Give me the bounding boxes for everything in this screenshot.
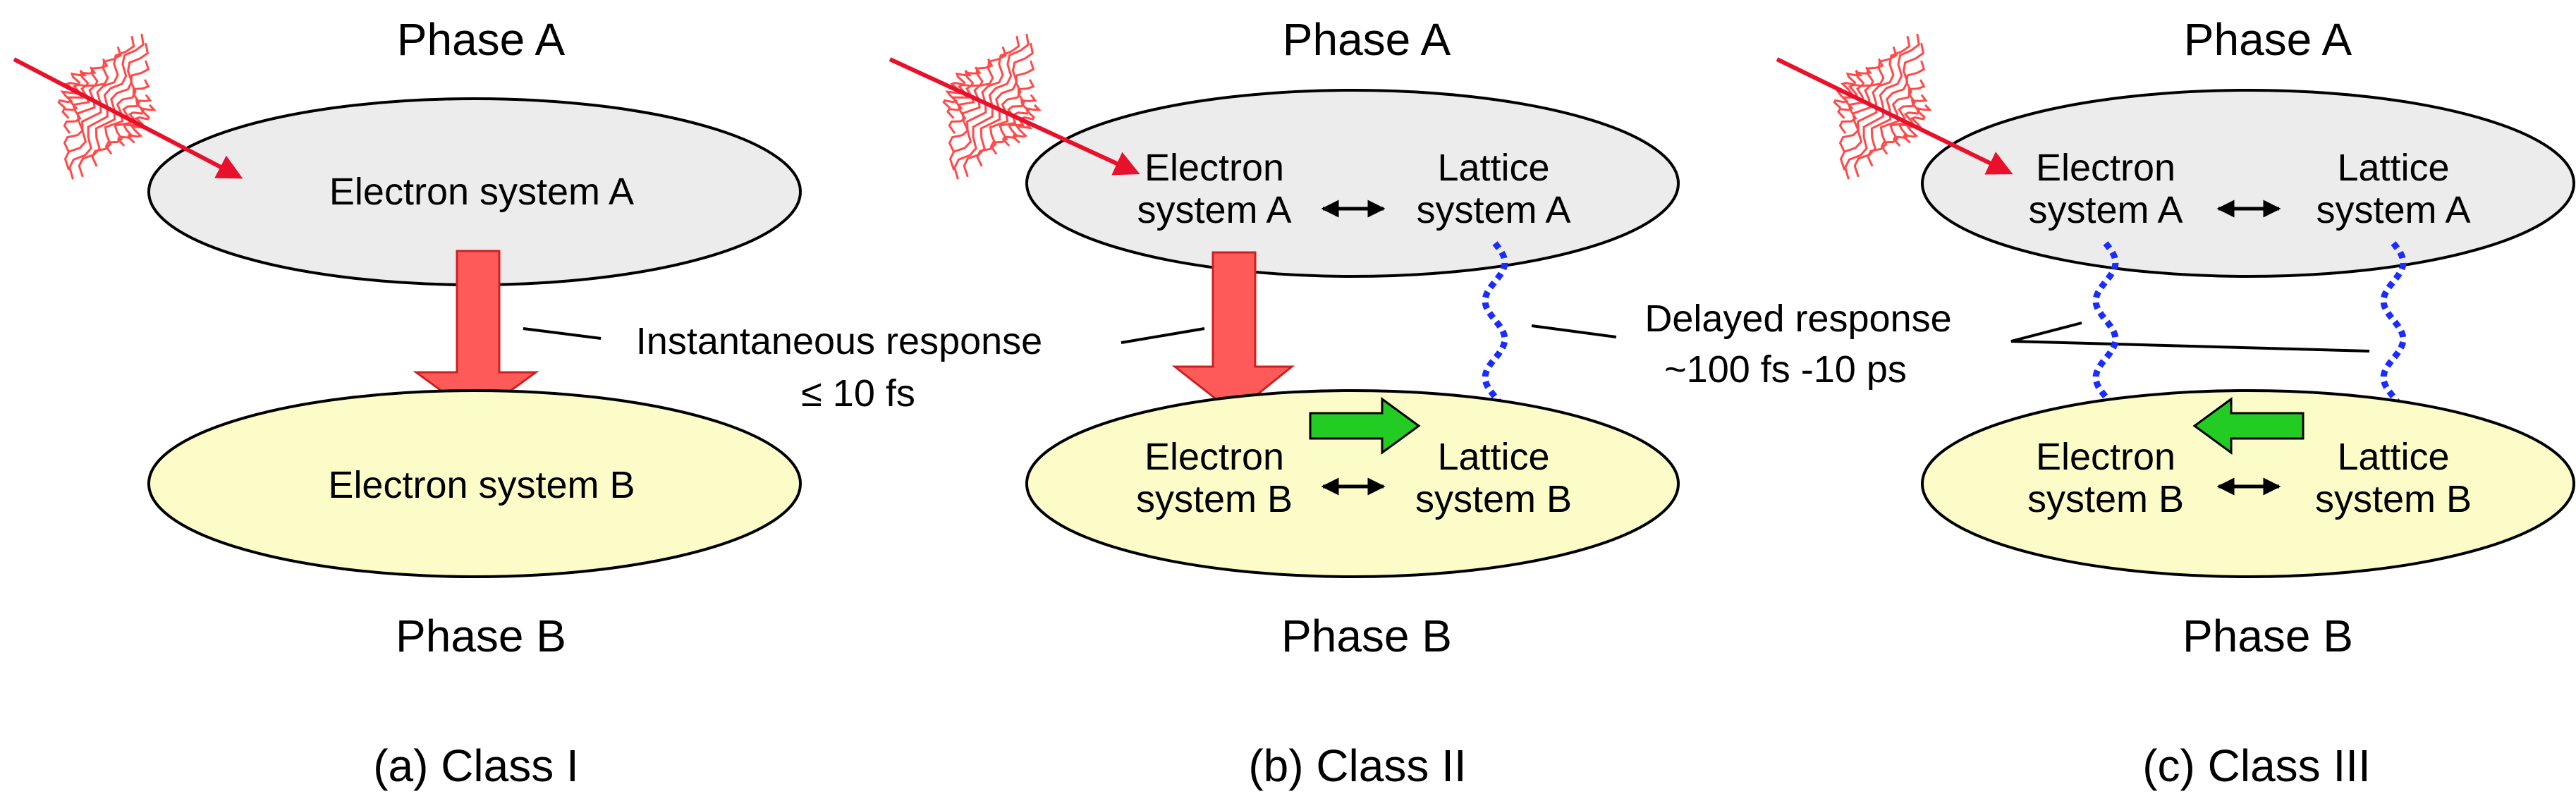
electron-system-b-label: Electron	[2036, 436, 2175, 478]
lattice-system-a-label-line2: system A	[2316, 189, 2470, 231]
energy-flow-arrow	[1309, 397, 1421, 455]
delayed-leader-line-c	[2010, 322, 2370, 353]
light-pulse-icon	[13, 33, 243, 180]
electron-system-b-label: Electron	[1144, 436, 1284, 478]
electron-system-a-label: Electron	[1144, 147, 1284, 189]
phase-a-label: Phase A	[2184, 14, 2352, 65]
delayed-transition-arrow	[2092, 241, 2128, 429]
electron-system-a-label: Electron system A	[329, 171, 634, 213]
phase-a-label: Phase A	[1283, 14, 1451, 65]
delayed-leader-line-b	[1531, 324, 1617, 338]
pulse-wave-line	[1844, 33, 1920, 180]
instantaneous-leader-line	[523, 327, 602, 340]
caption-class-3: (c) Class III	[2142, 740, 2371, 791]
instantaneous-response-note: Instantaneous response ≤ 10 fs	[636, 320, 1205, 415]
electron-system-b-label-line2: system B	[2027, 478, 2184, 520]
lattice-system-a-label: Lattice	[2337, 147, 2449, 189]
panel-class-2: Phase A Electron system A Lattice system…	[889, 14, 1680, 791]
phase-b-label: Phase B	[1281, 611, 1452, 661]
panel-class-1: Phase A Electron system A Electron syste…	[13, 14, 802, 791]
pulse-wave-line	[1837, 66, 1872, 119]
phase-b-ellipse	[147, 389, 802, 578]
energy-flow-arrow	[2192, 397, 2305, 455]
lattice-system-a-label-line2: system A	[1416, 189, 1570, 231]
phase-a-label: Phase A	[397, 14, 566, 65]
delayed-response-note: Delayed response ~100 fs -10 ps	[1531, 298, 2370, 391]
pulse-wave-line	[1838, 58, 1884, 135]
pulse-wave-line	[1867, 60, 1926, 167]
electron-system-a-label: Electron	[2036, 147, 2175, 189]
lattice-system-b-label-line2: system B	[1415, 478, 1572, 520]
lattice-system-b-label-line2: system B	[2315, 478, 2472, 520]
lattice-system-b-label: Lattice	[2337, 436, 2449, 478]
instantaneous-time-text: ≤ 10 fs	[801, 372, 915, 415]
delayed-transition-arrow	[1482, 241, 1517, 429]
instantaneous-response-text: Instantaneous response	[636, 320, 1042, 362]
lattice-system-a-label: Lattice	[1437, 147, 1549, 189]
light-pulse-icon	[889, 33, 1140, 180]
phase-a-ellipse	[1921, 89, 2575, 278]
panel-class-3: Phase A Electron system A Lattice system…	[1776, 14, 2575, 791]
phase-a-ellipse	[1025, 89, 1680, 278]
pulse-wave-line	[1880, 79, 1926, 155]
instantaneous-leader-line-2	[1121, 327, 1205, 344]
pulse-wave-line	[1838, 46, 1898, 153]
pulse-wave-line	[1902, 104, 1933, 144]
electron-system-a-label-line2: system A	[2028, 189, 2183, 231]
delayed-response-text: Delayed response	[1644, 298, 1951, 340]
caption-class-2: (b) Class II	[1248, 740, 1466, 791]
pulse-wave-line	[1833, 69, 1863, 109]
phase-b-label: Phase B	[2183, 611, 2353, 661]
pulse-wave-line	[1839, 35, 1911, 171]
instantaneous-transition-arrow	[1171, 251, 1295, 415]
lattice-system-b-label: Lattice	[1437, 436, 1549, 478]
light-pulse-icon	[1776, 33, 2013, 180]
delayed-transition-arrow	[2380, 241, 2415, 429]
caption-class-1: (a) Class I	[373, 740, 579, 791]
electron-system-b-label: Electron system B	[328, 464, 635, 506]
phase-b-label: Phase B	[396, 611, 566, 661]
delayed-time-text: ~100 fs -10 ps	[1664, 348, 1907, 391]
electron-system-b-label-line2: system B	[1136, 478, 1293, 520]
electron-system-a-label-line2: system A	[1137, 189, 1291, 231]
